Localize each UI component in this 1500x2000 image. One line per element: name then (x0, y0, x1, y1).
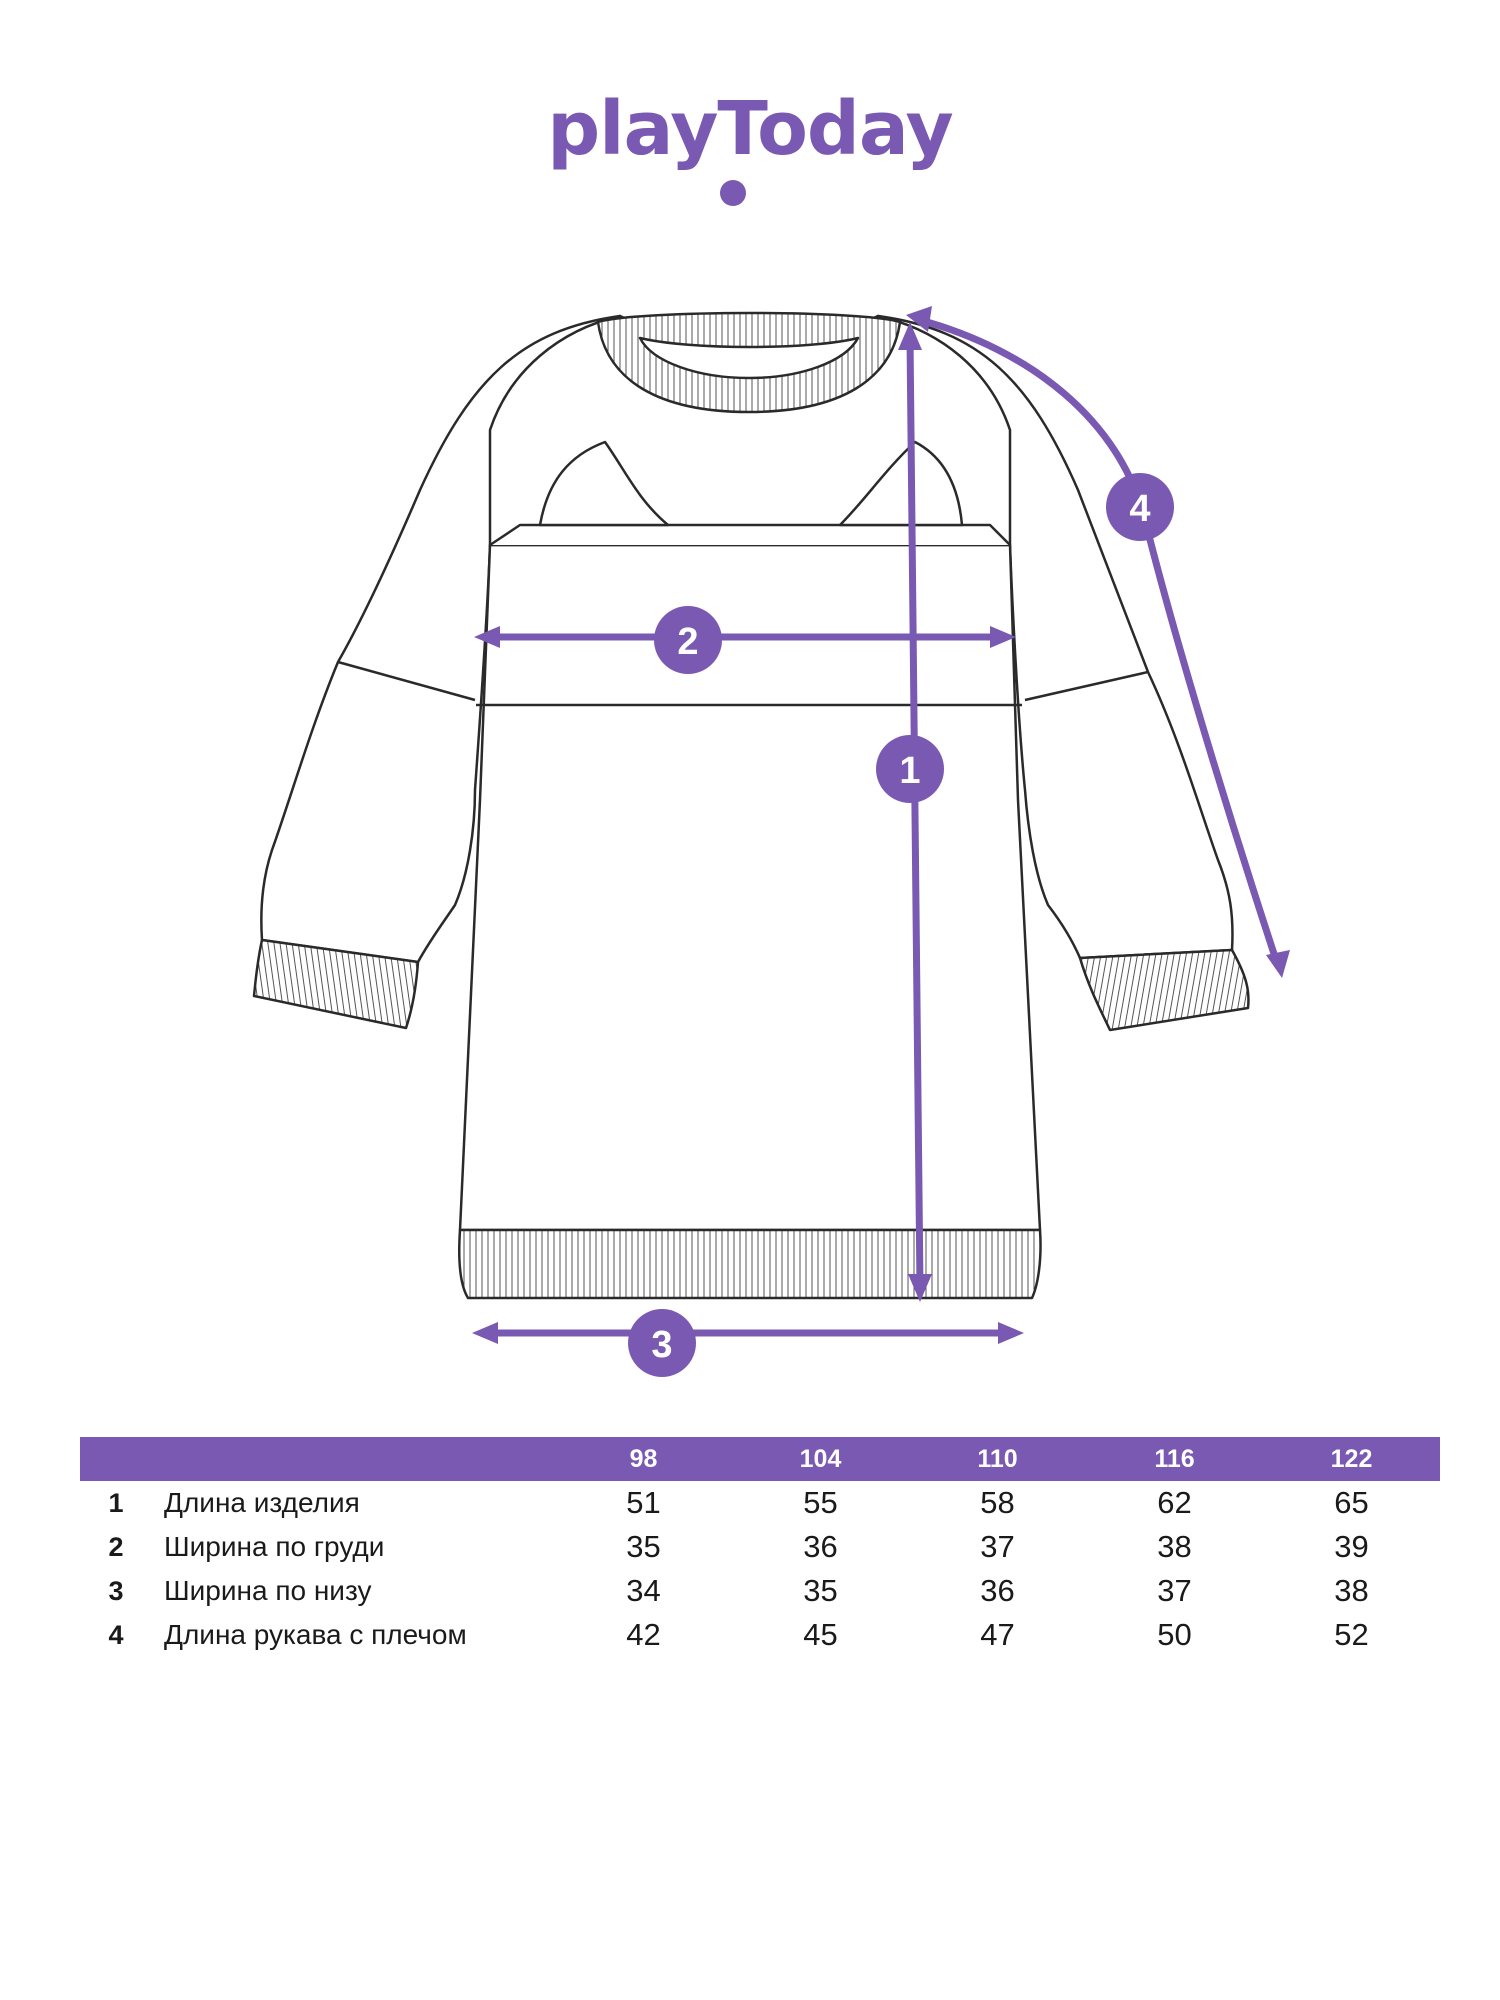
arrowhead-2-left (474, 626, 500, 648)
row-number: 4 (108, 1619, 124, 1650)
dress-body (458, 543, 1042, 1232)
row-value: 42 (626, 1617, 661, 1652)
header-size: 110 (977, 1444, 1018, 1473)
size-chart-table: 98 104 110 116 122 1 Длина изделия 51 55… (80, 1437, 1440, 1657)
row-number: 1 (108, 1487, 124, 1518)
header-size: 116 (1154, 1444, 1195, 1473)
row-value: 58 (980, 1485, 1015, 1520)
arrowhead-4-bottom (1266, 950, 1290, 978)
measure-line-1 (906, 337, 924, 1289)
row-value: 35 (626, 1529, 661, 1564)
arrowhead-3-right (998, 1322, 1024, 1344)
row-value: 37 (1157, 1573, 1192, 1608)
left-elbow-seam (337, 660, 476, 702)
row-value: 55 (803, 1485, 838, 1520)
row-value: 39 (1334, 1529, 1369, 1564)
table-row: 1 Длина изделия 51 55 58 62 65 (80, 1481, 1440, 1525)
svg-text:2: 2 (677, 621, 698, 663)
arrowhead-1-bottom (908, 1274, 932, 1302)
table-header-row: 98 104 110 116 122 (80, 1437, 1440, 1481)
row-value: 36 (980, 1573, 1015, 1608)
badge-2: 2 (654, 606, 722, 674)
cat-ear-left (538, 440, 670, 527)
badge-4: 4 (1106, 473, 1174, 541)
right-sleeve (876, 314, 1234, 960)
arrowhead-2-right (990, 626, 1016, 648)
row-value: 51 (626, 1485, 661, 1520)
header-num (80, 1437, 152, 1481)
hem-rib (458, 1228, 1042, 1300)
badge-1: 1 (876, 735, 944, 803)
svg-text:4: 4 (1129, 488, 1150, 530)
row-value: 35 (803, 1573, 838, 1608)
measurement-badges: 1 2 3 4 (628, 473, 1174, 1377)
row-value: 62 (1157, 1485, 1192, 1520)
row-number: 2 (108, 1531, 124, 1562)
row-value: 50 (1157, 1617, 1192, 1652)
row-label: Длина рукава с плечом (164, 1619, 467, 1650)
front-panel (489, 523, 1011, 547)
size-diagram: 1 2 3 4 (252, 306, 1290, 1377)
header-size: 122 (1330, 1444, 1373, 1473)
badge-3: 3 (628, 1309, 696, 1377)
right-elbow-seam (1024, 670, 1149, 702)
row-label: Ширина по низу (164, 1575, 372, 1606)
svg-text:1: 1 (899, 750, 920, 792)
table-row: 4 Длина рукава с плечом 42 45 47 50 52 (80, 1613, 1440, 1657)
row-value: 38 (1334, 1573, 1369, 1608)
brand-logo: playToday (547, 86, 954, 172)
cat-ear-right (838, 440, 964, 527)
sweatshirt-dress-icon (252, 311, 1250, 1300)
left-cuff (252, 938, 420, 1030)
logo-dot (720, 180, 746, 206)
collar-inner (638, 336, 860, 380)
right-cuff (1078, 948, 1250, 1032)
row-value: 65 (1334, 1485, 1369, 1520)
header-size: 104 (799, 1444, 842, 1473)
row-value: 34 (626, 1573, 661, 1608)
arrowhead-1-top (898, 322, 922, 350)
row-value: 52 (1334, 1617, 1369, 1652)
row-value: 45 (803, 1617, 838, 1652)
row-label: Длина изделия (164, 1487, 360, 1518)
row-label: Ширина по груди (164, 1531, 385, 1562)
row-value: 36 (803, 1529, 838, 1564)
row-value: 47 (980, 1617, 1015, 1652)
left-sleeve (260, 314, 622, 964)
arrowhead-3-left (472, 1322, 498, 1344)
arrowhead-4-top (906, 306, 932, 332)
header-size: 98 (629, 1444, 658, 1473)
row-number: 3 (108, 1575, 124, 1606)
row-value: 37 (980, 1529, 1015, 1564)
svg-text:3: 3 (651, 1324, 672, 1366)
table-row: 3 Ширина по низу 34 35 36 37 38 (80, 1569, 1440, 1613)
header-label (152, 1437, 555, 1481)
row-value: 38 (1157, 1529, 1192, 1564)
table-row: 2 Ширина по груди 35 36 37 38 39 (80, 1525, 1440, 1569)
